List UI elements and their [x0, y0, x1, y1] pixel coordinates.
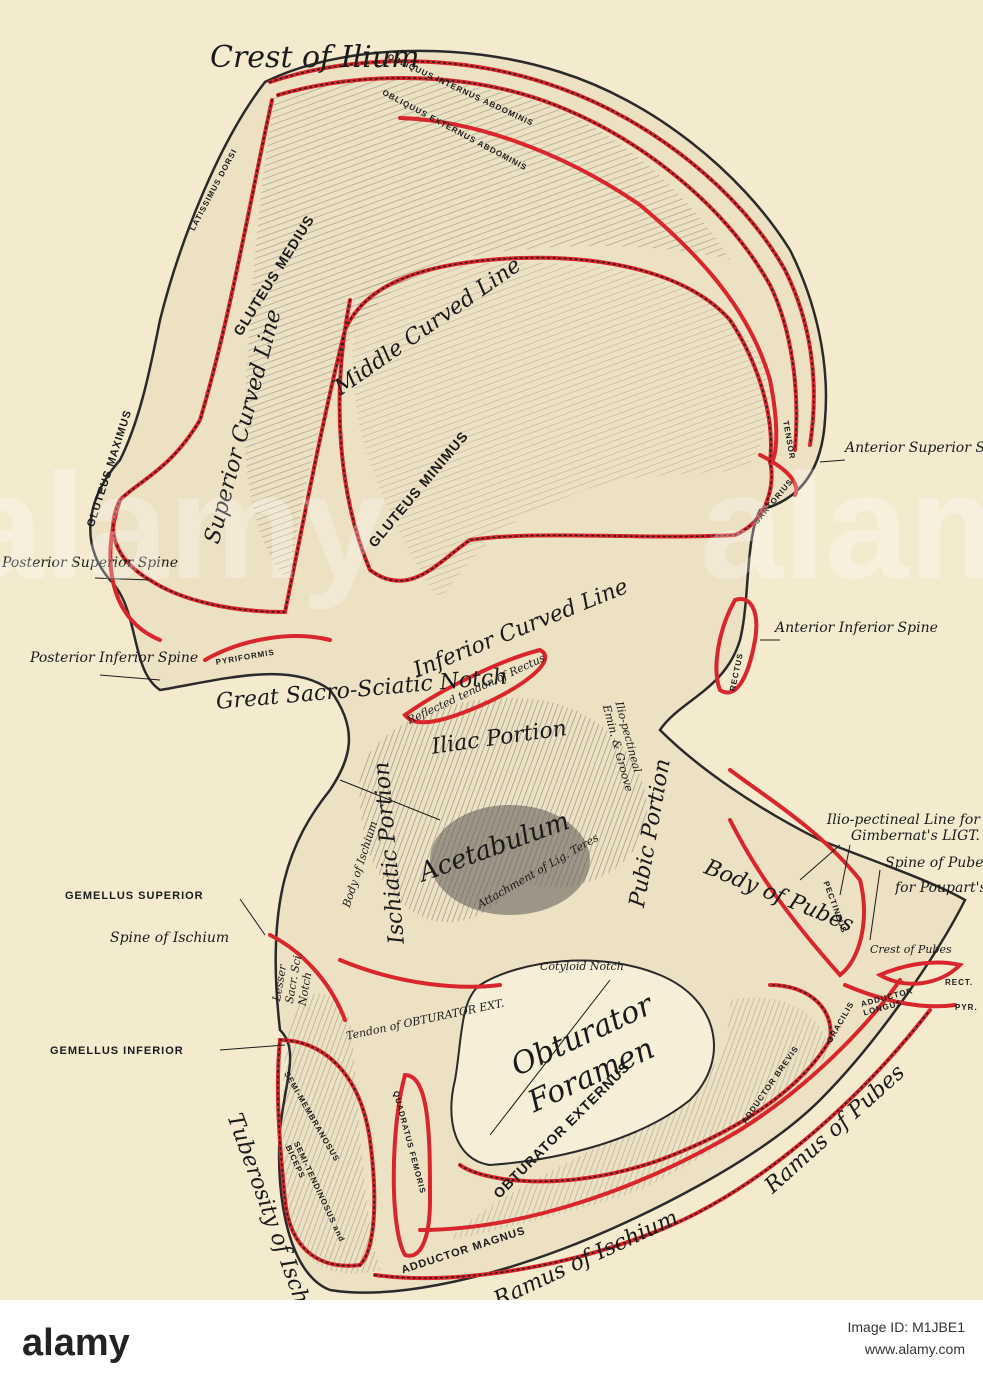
gemellus-outline [268, 933, 347, 1022]
obturator-foramen-outline [450, 959, 715, 1167]
watermark-left: alamy [0, 442, 386, 610]
label-posterior-inferior-spine: Posterior Inferior Spine [30, 650, 199, 666]
rectus-outline [714, 597, 759, 695]
label-anterior-inferior-spine: Anterior Inferior Spine [775, 620, 938, 636]
watermark-footer [0, 1300, 983, 1390]
watermark-logo: alamy [22, 1322, 130, 1364]
minimus-shading [352, 262, 770, 600]
anatomical-plate: Crest of Ilium OBLIQUUS INTERNUS ABDOMIN… [0, 40, 983, 1347]
watermark-right: alamy [700, 442, 983, 610]
anterior-spine-outline [758, 453, 799, 497]
label-gemellus-superior: GEMELLUS SUPERIOR [65, 890, 204, 902]
ilium-bone-drawing [89, 49, 967, 1294]
label-cotyloid-notch: Cotyloid Notch [540, 960, 624, 973]
adductor-longus-outline [843, 983, 957, 1009]
label-crest-of-pubes: Crest of Pubes [870, 943, 952, 956]
fossa-shading [430, 805, 590, 915]
label-spine-of-pubes: Spine of Pubes [885, 855, 983, 871]
label-rect: RECT. [945, 978, 974, 987]
pectineus-outline [728, 768, 866, 978]
maximus-outline [108, 498, 162, 642]
gracilis-outline [418, 978, 902, 1232]
ischial-shading [282, 993, 380, 1274]
label-for-pouparts: for Poupart's [895, 880, 983, 896]
pubic-ramus-shading [450, 997, 830, 1240]
gluteal-shading [244, 79, 730, 580]
label-crest-of-ilium: Crest of Ilium [210, 40, 420, 75]
label-gemellus-inferior: GEMELLUS INFERIOR [50, 1045, 184, 1057]
reflected-tendon-outline [402, 647, 548, 725]
obturator-tendon-outline [338, 958, 502, 989]
quadratus-outline [391, 1072, 433, 1258]
label-pyr: PYR. [955, 1003, 978, 1012]
pyriformis-outline [203, 634, 332, 662]
site-url-text: www.alamy.com [864, 1341, 965, 1357]
label-ilio-pectineal-line: Ilio-pectineal Line for Gimbernat's LIGT… [826, 812, 980, 844]
obliquus-line-3 [398, 116, 779, 464]
image-id-text: Image ID: M1JBE1 [847, 1319, 966, 1335]
watermark-image-id: Image ID: M1JBE1 www.alamy.com [848, 1316, 966, 1360]
rect-pyr-outline [875, 960, 964, 986]
label-spine-of-ischium: Spine of Ischium [110, 930, 230, 946]
